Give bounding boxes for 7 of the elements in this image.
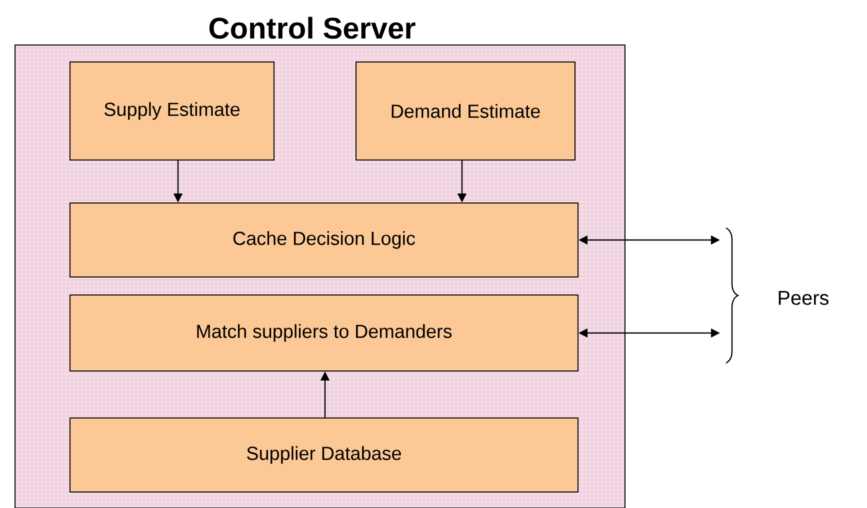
process-box: Cache Decision Logic <box>70 202 578 278</box>
node-label: Control Server <box>209 16 416 39</box>
process-box: Match suppliers to Demanders <box>70 294 578 372</box>
process-box: Supplier Database <box>70 418 578 492</box>
process-box: Supply Estimate <box>70 62 274 160</box>
process-box: Demand Estimate <box>356 62 576 160</box>
brace-group-label: Peers <box>726 227 829 364</box>
